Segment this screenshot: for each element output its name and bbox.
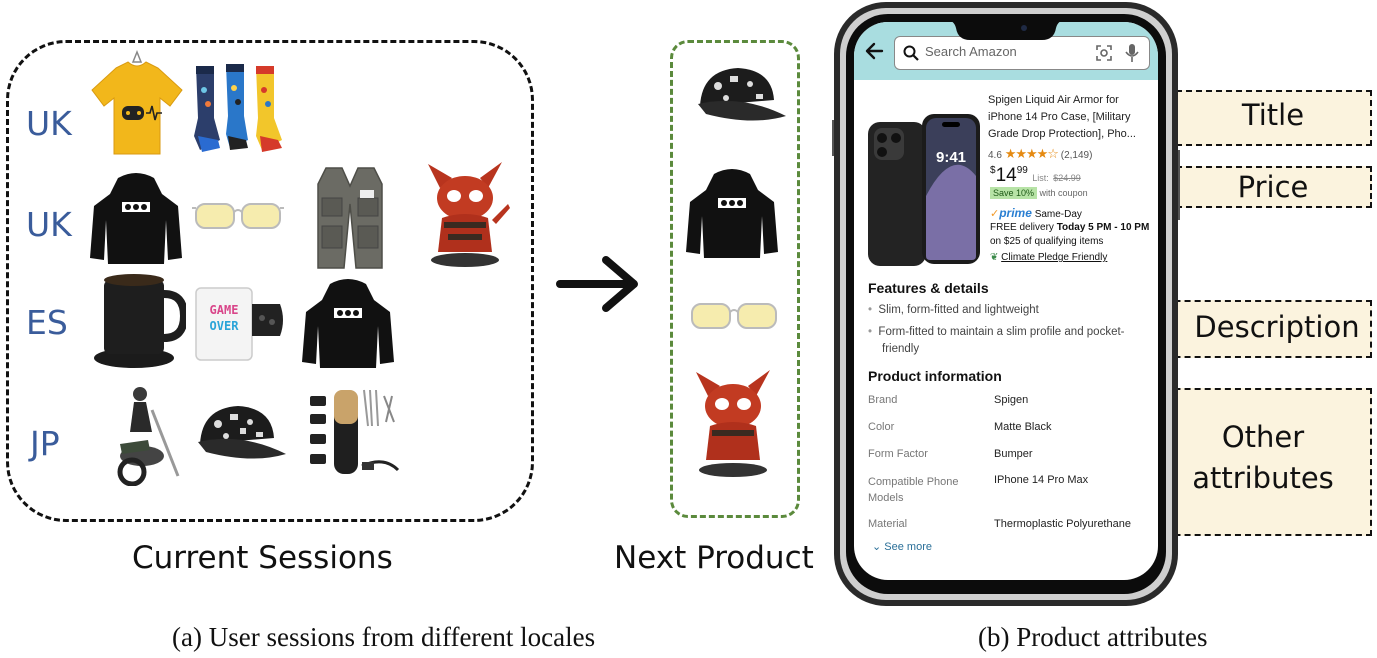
- attr-key-color: Color: [868, 421, 895, 433]
- figure-product-image: [428, 162, 510, 267]
- motorcycle-figure-product-image: [117, 387, 180, 486]
- price-dollars: 14: [995, 165, 1017, 186]
- feature-bullet-1: • Slim, form-fitted and lightweight: [868, 304, 1039, 316]
- hoodie-es-product-image: [302, 279, 394, 368]
- prime-row: ✓prime Same-Day: [990, 206, 1082, 220]
- attr-key-form-factor: Form Factor: [868, 448, 928, 460]
- prime-speed: Same-Day: [1034, 209, 1082, 220]
- caption-a: (a) User sessions from different locales: [172, 622, 596, 652]
- attr-value-compatible-models: IPhone 14 Pro Max: [994, 474, 1089, 486]
- rating-stars: ★★★★☆: [1004, 146, 1059, 161]
- search-icon: [903, 45, 919, 61]
- features-heading: Features & details: [868, 280, 989, 296]
- hair-clipper-product-image: [310, 389, 400, 474]
- prime-check-icon: ✓: [990, 208, 1000, 220]
- review-count: (2,149): [1060, 150, 1093, 161]
- next-hoodie-product-image: [686, 169, 778, 258]
- svg-text:GAME: GAME: [210, 303, 239, 317]
- leaf-icon: ❦: [990, 252, 999, 263]
- see-more-link[interactable]: ⌄ See more: [872, 540, 932, 553]
- coupon-row[interactable]: Save 10% with coupon: [990, 187, 1088, 199]
- delivery-line-2: on $25 of qualifying items: [990, 236, 1104, 247]
- save-badge: Save 10%: [990, 187, 1038, 199]
- back-arrow-icon[interactable]: [864, 42, 884, 60]
- climate-pledge-link[interactable]: Climate Pledge Friendly: [1001, 252, 1108, 263]
- vest-product-image: [317, 167, 383, 269]
- amazon-header: Search Amazon: [854, 22, 1158, 80]
- other-attr-label-line2: attributes: [1192, 461, 1334, 495]
- rating-row[interactable]: 4.6 ★★★★☆ (2,149): [988, 146, 1092, 162]
- cap-product-image: [198, 406, 286, 459]
- attr-key-material: Material: [868, 518, 908, 530]
- product-title[interactable]: Spigen Liquid Air Armor for iPhone 14 Pr…: [988, 94, 1136, 140]
- phone-screen-time: 9:41: [936, 149, 966, 166]
- next-cap-product-image: [698, 68, 786, 121]
- current-sessions-box: [6, 40, 534, 522]
- delivery-window: Today 5 PM - 10 PM: [1056, 222, 1150, 233]
- attr-value-material: Thermoplastic Polyurethane: [994, 518, 1131, 530]
- glasses-product-image: [192, 203, 284, 229]
- price-attr-label: Price: [1237, 170, 1309, 204]
- locale-label-es: ES: [26, 303, 68, 342]
- see-more-text: See more: [884, 541, 932, 553]
- climate-pledge-row[interactable]: ❦ Climate Pledge Friendly: [990, 252, 1107, 263]
- hoodie-product-image: [90, 173, 182, 264]
- rating-value: 4.6: [988, 150, 1002, 161]
- delivery-prefix: FREE delivery: [990, 222, 1054, 233]
- description-attr-label: Description: [1194, 310, 1360, 344]
- current-sessions-label: Current Sessions: [132, 540, 393, 576]
- price-row: $1499 List: $24.99: [990, 165, 1081, 187]
- attr-value-form-factor: Bumper: [994, 448, 1033, 460]
- socks-product-image: [194, 64, 282, 152]
- product-info-heading: Product information: [868, 368, 1002, 384]
- locale-label-uk-1: UK: [26, 104, 72, 143]
- attr-value-color: Matte Black: [994, 421, 1052, 433]
- tshirt-product-image: [91, 50, 183, 155]
- other-attr-label-line1: Other: [1221, 420, 1305, 454]
- list-price-label: List:: [1032, 173, 1049, 183]
- price-cents: 99: [1016, 165, 1028, 176]
- next-figure-product-image: [696, 370, 770, 477]
- caption-b: (b) Product attributes: [978, 622, 1208, 652]
- locale-label-jp: JP: [30, 424, 60, 463]
- phone-case-product-image: 9:41: [868, 114, 980, 266]
- search-input[interactable]: Search Amazon: [925, 44, 1017, 59]
- next-glasses-product-image: [691, 303, 777, 329]
- prime-logo: prime: [999, 206, 1032, 220]
- feature-bullet-2: • Form-fitted to maintain a slim profile…: [868, 326, 1125, 355]
- phone-mockup: Search Amazon: [832, 0, 1180, 610]
- locale-label-uk-2: UK: [26, 205, 72, 244]
- chevron-down-icon: ⌄: [872, 541, 882, 553]
- svg-text:OVER: OVER: [210, 319, 240, 333]
- list-price: $24.99: [1053, 173, 1081, 183]
- arrow-right-icon: [556, 256, 638, 312]
- smart-mug-product-image: [94, 274, 186, 368]
- phone-screen: Search Amazon: [854, 22, 1158, 580]
- currency-symbol: $: [990, 165, 996, 176]
- microphone-icon[interactable]: [1125, 43, 1139, 63]
- attr-value-brand: Spigen: [994, 394, 1029, 406]
- game-over-mug-product-image: GAME OVER: [195, 287, 283, 361]
- coupon-text: with coupon: [1039, 188, 1088, 198]
- camera-scan-icon[interactable]: [1095, 44, 1113, 62]
- attr-key-brand: Brand: [868, 394, 898, 406]
- attr-key-compatible-models: Compatible Phone Models: [868, 476, 959, 504]
- search-bar[interactable]: Search Amazon: [894, 36, 1150, 70]
- delivery-line-1: FREE delivery Today 5 PM - 10 PM: [990, 222, 1149, 233]
- feature-text-1: Slim, form-fitted and lightweight: [878, 304, 1039, 316]
- title-attr-label: Title: [1241, 98, 1305, 132]
- feature-text-2: Form-fitted to maintain a slim profile a…: [878, 326, 1125, 355]
- phone-notch: [952, 22, 1060, 40]
- next-product-box: [670, 40, 800, 518]
- next-product-label: Next Product: [614, 540, 814, 576]
